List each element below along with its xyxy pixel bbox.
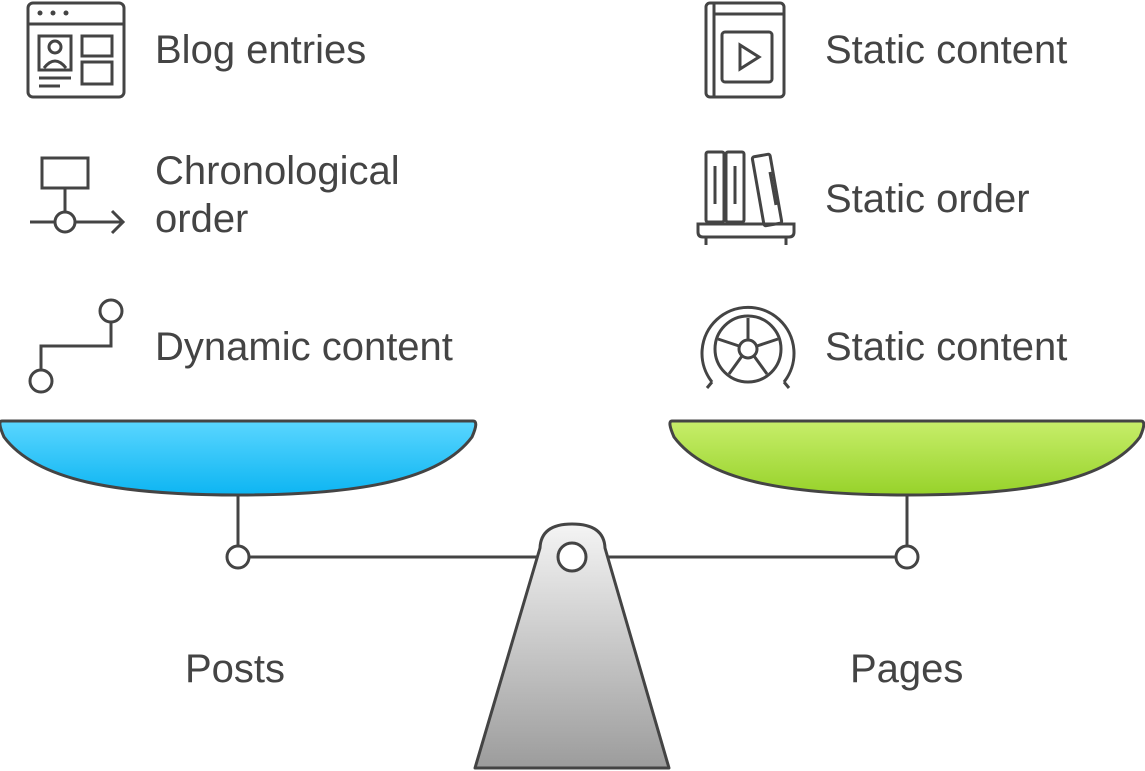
browser-window-icon (26, 1, 126, 99)
path-route-icon (28, 298, 124, 394)
left-item-1-label: Blog entries (155, 28, 367, 72)
left-item-2-label: Chronological order (155, 149, 400, 241)
center-pivot (556, 541, 588, 573)
right-pivot (894, 544, 920, 570)
video-book-icon (704, 1, 786, 99)
fulcrum (473, 522, 671, 770)
posts-label: Posts (185, 647, 286, 691)
safe-dial-icon (700, 305, 796, 389)
right-item-2-label: Static order (825, 177, 1030, 221)
right-item-1-label: Static content (825, 28, 1068, 72)
bookshelf-icon (696, 150, 796, 245)
pages-label: Pages (850, 647, 964, 691)
right-item-3-label: Static content (825, 325, 1068, 369)
right-pan (668, 419, 1145, 497)
left-pan (0, 419, 478, 497)
left-pivot (225, 544, 251, 570)
left-item-3-label: Dynamic content (155, 325, 453, 369)
flow-diagram-icon (30, 156, 126, 235)
